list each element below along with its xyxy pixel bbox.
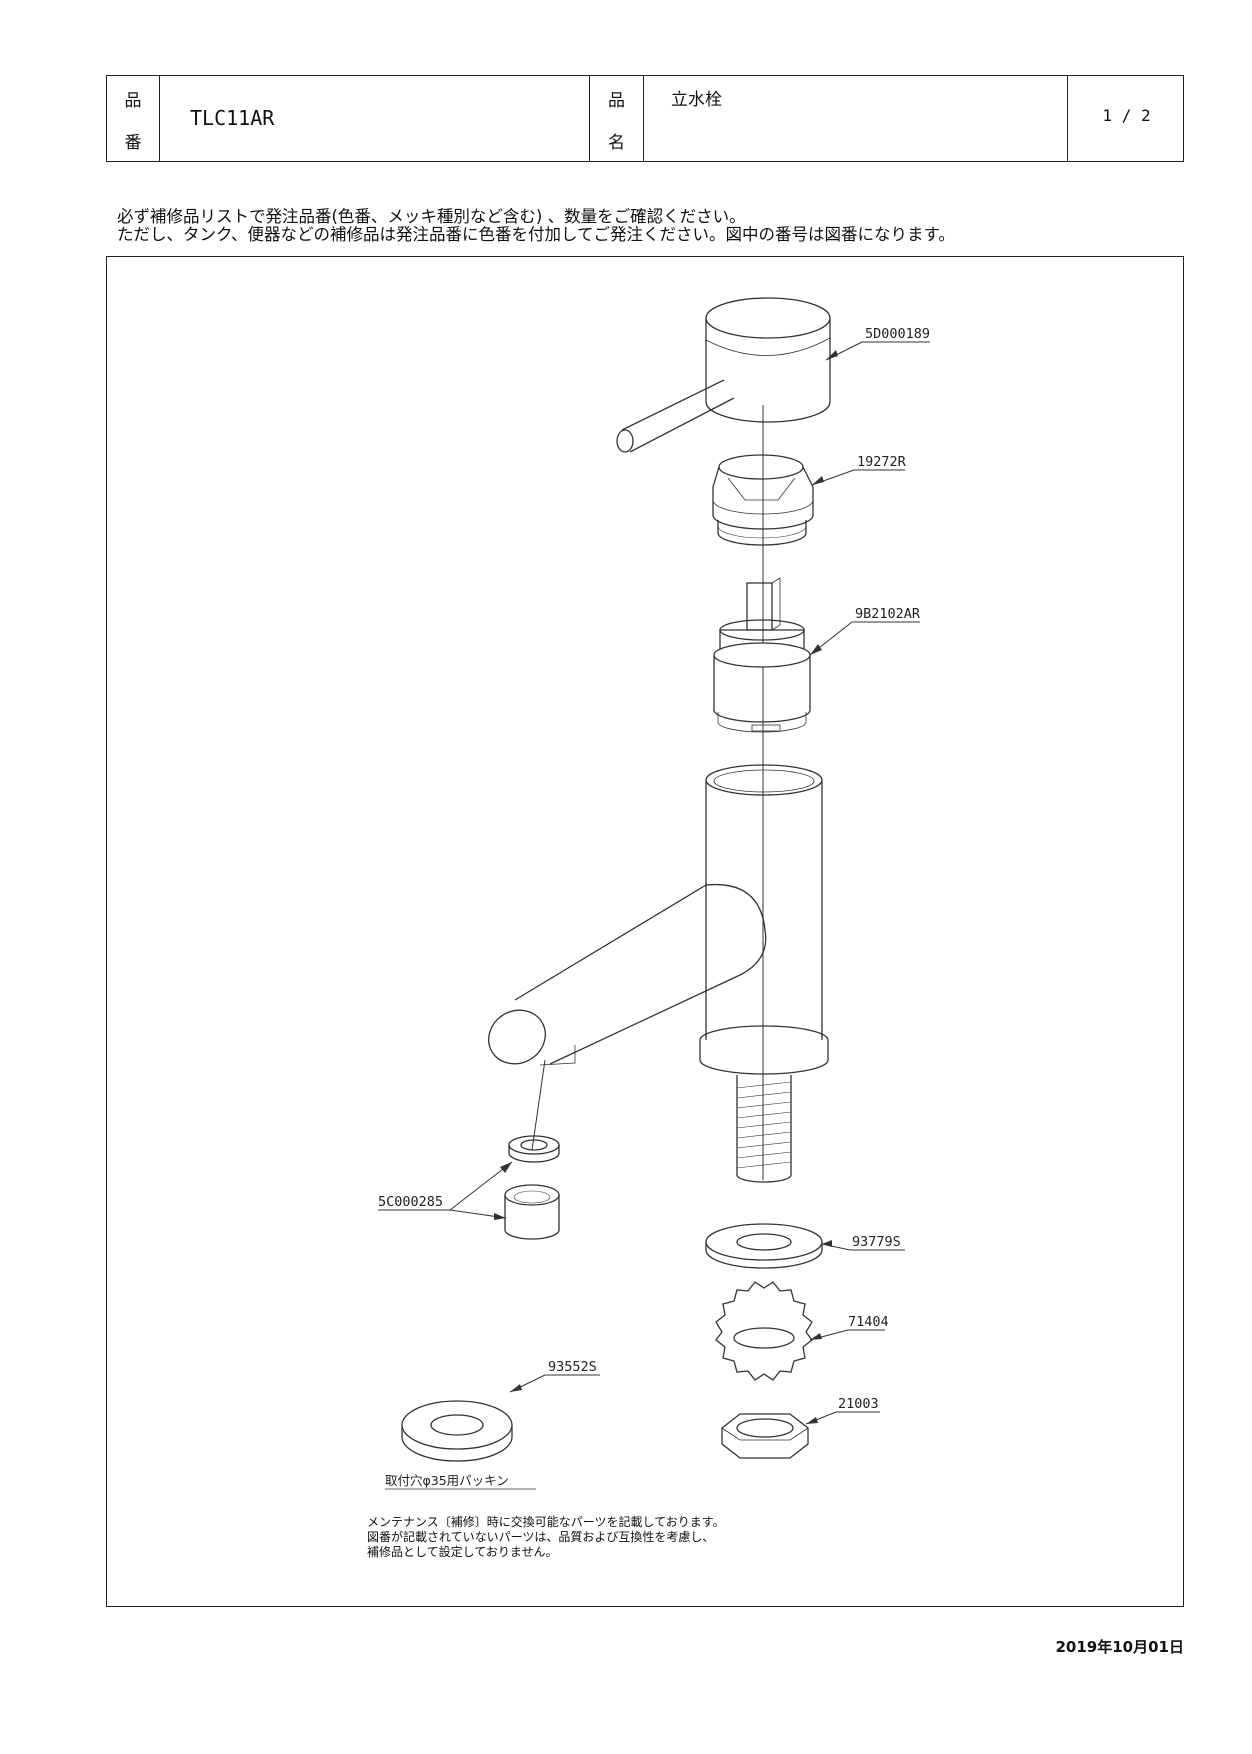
- part-label-washer: 93779S: [852, 1234, 901, 1250]
- aerator-drawing: [504, 1135, 560, 1240]
- cap-nut-drawing: [712, 454, 814, 546]
- title-block: 品 番 TLC11AR 品 名 立水栓 1 / 2: [106, 75, 1184, 162]
- part-label-packing: 93552S: [548, 1359, 597, 1375]
- drawing-frame: [106, 256, 1184, 1607]
- lock-washer-drawing: [715, 1281, 813, 1381]
- order-notice: 必ず補修品リストで発注品番(色番、メッキ種別など含む) 、数量をご確認ください。…: [117, 208, 955, 244]
- cartridge-drawing: [713, 577, 811, 733]
- maintenance-note-line2: 図番が記載されていないパーツは、品質および互換性を考慮し、: [367, 1530, 715, 1544]
- part-label-aerator: 5C000285: [378, 1194, 443, 1210]
- maintenance-note: メンテナンス〔補修〕時に交換可能なパーツを記載しております。 図番が記載されてい…: [367, 1515, 725, 1560]
- page-cell: 1 / 2: [1068, 76, 1185, 161]
- name-label-top: 品: [608, 91, 625, 111]
- maintenance-note-line3: 補修品として設定しておりません。: [367, 1545, 558, 1559]
- part-label-cap-nut: 19272R: [857, 454, 907, 470]
- issue-date: 2019年10月01日: [1055, 1638, 1185, 1656]
- aerator-axis-line: [531, 1059, 546, 1151]
- part-no-label-bottom: 番: [124, 133, 142, 153]
- faucet-body-drawing: [488, 764, 829, 1183]
- part-no-label: 品 番: [107, 76, 160, 161]
- name-label-bottom: 名: [608, 133, 625, 153]
- part-label-nut: 21003: [838, 1396, 879, 1412]
- handle-drawing: [616, 297, 831, 453]
- hex-nut-drawing: [721, 1413, 809, 1459]
- maintenance-note-line1: メンテナンス〔補修〕時に交換可能なパーツを記載しております。: [367, 1515, 725, 1529]
- packing-drawing: [401, 1400, 513, 1462]
- washer-drawing: [705, 1223, 823, 1269]
- part-label-lock-washer: 71404: [848, 1314, 889, 1330]
- order-notice-line2: ただし、タンク、便器などの補修品は発注品番に色番を付加してご発注ください。図中の…: [117, 225, 955, 244]
- page-number: 1 / 2: [1102, 106, 1151, 125]
- leader-lines: [378, 341, 930, 1425]
- order-notice-line1: 必ず補修品リストで発注品番(色番、メッキ種別など含む) 、数量をご確認ください。: [117, 207, 746, 226]
- part-no-label-top: 品: [124, 91, 142, 111]
- part-no-cell: TLC11AR: [160, 76, 590, 161]
- product-name: 立水栓: [671, 90, 722, 110]
- name-label: 品 名: [590, 76, 644, 161]
- packing-caption: 取付穴φ35用パッキン: [385, 1473, 509, 1488]
- name-cell: 立水栓: [644, 76, 1068, 161]
- part-label-handle: 5D000189: [865, 326, 930, 342]
- part-no-value: TLC11AR: [190, 106, 275, 130]
- part-label-cartridge: 9B2102AR: [855, 606, 921, 622]
